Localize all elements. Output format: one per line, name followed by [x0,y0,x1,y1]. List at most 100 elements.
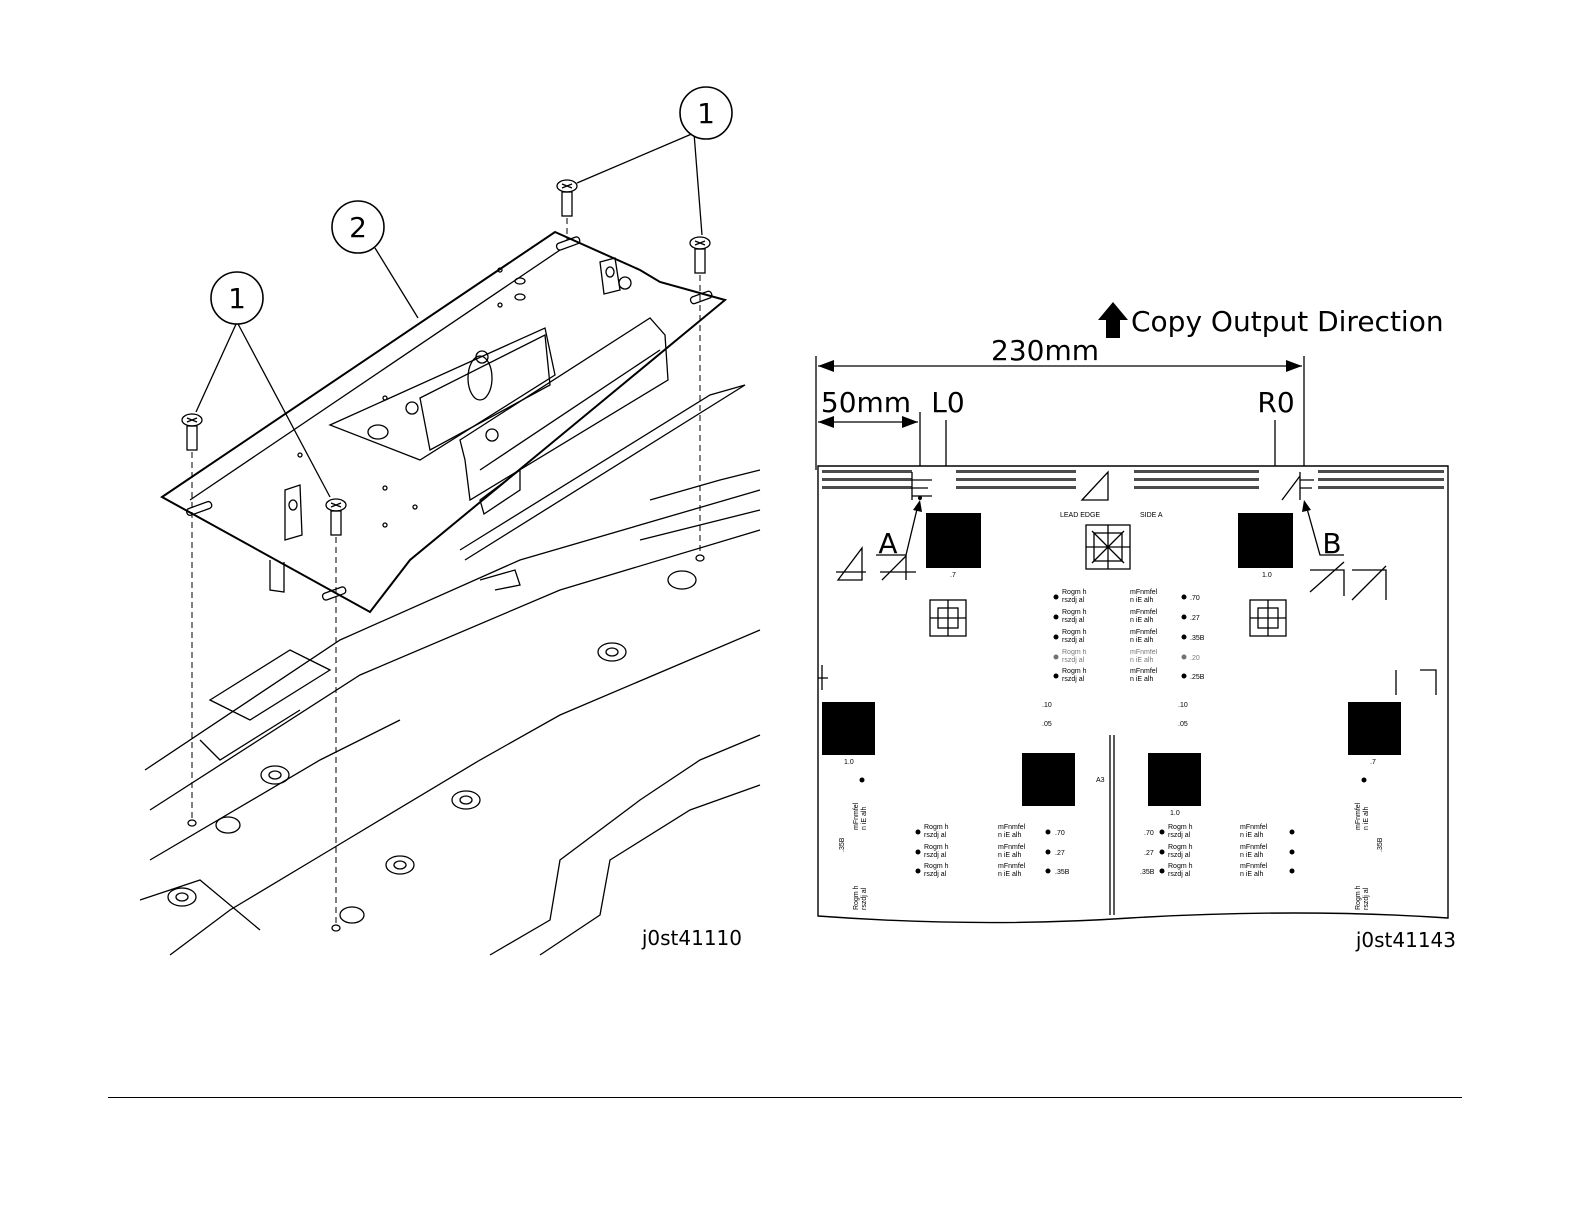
svg-text:Rogm h: Rogm h [853,885,860,910]
dimension-50mm: 50mm [818,386,921,470]
svg-text:mFnmfel: mFnmfel [853,802,860,830]
point-b: B [1302,500,1344,560]
callout-2: 2 [331,200,385,254]
patch-label: .7 [1370,759,1376,766]
svg-text:Rogm h: Rogm h [1168,863,1193,870]
svg-text:Rogm h: Rogm h [924,844,949,851]
svg-text:mFnmfel: mFnmfel [998,863,1026,870]
svg-text:Rogm h: Rogm h [1062,629,1087,636]
svg-text:mFnmfel: mFnmfel [1130,668,1158,675]
row-value: .70 [1055,830,1065,837]
lead-edge-label: LEAD EDGE [1060,512,1100,519]
callout-leaders [195,132,703,498]
row-value: .27 [1055,850,1065,857]
svg-text:mFnmfel: mFnmfel [1240,824,1268,831]
row-value: .27 [1144,850,1154,857]
svg-text:rszdj al: rszdj al [1168,832,1191,839]
svg-text:rszdj al: rszdj al [1062,597,1085,604]
right-figure-id: j0st41143 [1355,928,1456,952]
row-value: .20 [1190,655,1200,662]
direction-label: Copy Output Direction [1131,305,1444,338]
svg-text:n iE alh: n iE alh [1240,852,1263,859]
svg-text:Rogm h: Rogm h [1062,668,1087,675]
svg-text:rszdj al: rszdj al [924,871,947,878]
row-value: .27 [1190,615,1200,622]
svg-text:n iE alh: n iE alh [1130,637,1153,644]
svg-text:Rogm h: Rogm h [1062,609,1087,616]
screw [556,179,578,217]
svg-text:mFnmfel: mFnmfel [1130,629,1158,636]
svg-text:n iE alh: n iE alh [1240,832,1263,839]
row-value: .35B [1190,635,1205,642]
top-character-rows [822,470,1444,489]
svg-text:n iE alh: n iE alh [1240,871,1263,878]
mounting-plate [160,230,728,614]
svg-text:mFnmfel: mFnmfel [998,824,1026,831]
svg-text:Rogm h: Rogm h [924,824,949,831]
svg-text:Rogm h: Rogm h [1168,844,1193,851]
copy-output-direction: Copy Output Direction [1098,302,1444,338]
up-arrow-icon [1098,302,1128,338]
svg-text:n iE alh: n iE alh [1130,676,1153,683]
svg-text:n iE alh: n iE alh [998,871,1021,878]
point-a: A [876,500,922,560]
test-sheet [817,465,1449,924]
small-value: .10 [1042,702,1052,709]
svg-text:Rogm h: Rogm h [924,863,949,870]
svg-text:mFnmfel: mFnmfel [1130,609,1158,616]
row-value: .35B [1055,869,1070,876]
svg-text:n iE alh: n iE alh [1130,657,1153,664]
svg-text:rszdj al: rszdj al [1168,852,1191,859]
svg-text:mFnmfel: mFnmfel [1130,649,1158,656]
callout-1-left: 1 [210,271,264,325]
point-b-label: B [1322,527,1341,560]
screw [689,236,711,274]
svg-text:rszdj al: rszdj al [1363,887,1370,910]
lower-right-rows: .70 Rogm h rszdj al mFnmfel n iE alh .27… [1140,824,1295,878]
patch-label: .7 [950,572,956,579]
pattern-row: Rogm h rszdj al mFnmfel n iE alh .35B [1053,629,1205,644]
svg-text:rszdj al: rszdj al [1168,871,1191,878]
small-value: .05 [1178,721,1188,728]
screw [325,498,347,536]
svg-text:mFnmfel: mFnmfel [998,844,1026,851]
right-side-vertical-rows: Rogm h rszdj al mFnmfel n iE alh .35B [1355,777,1384,910]
svg-text:Rogm h: Rogm h [1355,885,1362,910]
row-value: .70 [1190,595,1200,602]
row-value: .70 [1144,830,1154,837]
svg-text:n iE alh: n iE alh [1363,807,1370,830]
callout-1-top: 1 [679,86,733,140]
side-value: .35B [1377,837,1384,852]
side-label: SIDE A [1140,512,1163,519]
svg-text:n iE alh: n iE alh [1130,597,1153,604]
paper-size-label: A3 [1096,777,1105,784]
patch-label: 1.0 [844,759,854,766]
svg-text:Rogm h: Rogm h [1168,824,1193,831]
resolution-targets [929,524,1287,637]
pattern-row: Rogm h rszdj al mFnmfel n iE alh .25B [1053,668,1205,683]
plate-mechanism [328,276,746,591]
chassis-grommets [167,570,697,924]
lower-left-rows: Rogm h rszdj al mFnmfel n iE alh .70 Rog… [915,824,1070,878]
callout-number: 1 [697,97,715,130]
svg-text:mFnmfel: mFnmfel [1130,589,1158,596]
center-pattern-rows: Rogm h rszdj al mFnmfel n iE alh .70 Rog… [1053,589,1205,683]
svg-text:rszdj al: rszdj al [1062,657,1085,664]
side-value: .35B [839,837,846,852]
pattern-row: Rogm h rszdj al mFnmfel n iE alh .27 [1053,609,1200,624]
pattern-row: Rogm h rszdj al mFnmfel n iE alh .20 [1053,649,1200,664]
row-value: .35B [1140,869,1155,876]
screw [181,413,203,451]
small-value: .10 [1178,702,1188,709]
svg-text:mFnmfel: mFnmfel [1240,863,1268,870]
svg-text:rszdj al: rszdj al [861,887,868,910]
row-value: .25B [1190,674,1205,681]
svg-text:rszdj al: rszdj al [924,852,947,859]
svg-text:rszdj al: rszdj al [1062,617,1085,624]
registration-scales [818,470,1437,695]
patch-label: 1.0 [1170,810,1180,817]
patch-label: 1.0 [1262,572,1272,579]
callout-number: 1 [228,282,246,315]
svg-text:Rogm h: Rogm h [1062,589,1087,596]
